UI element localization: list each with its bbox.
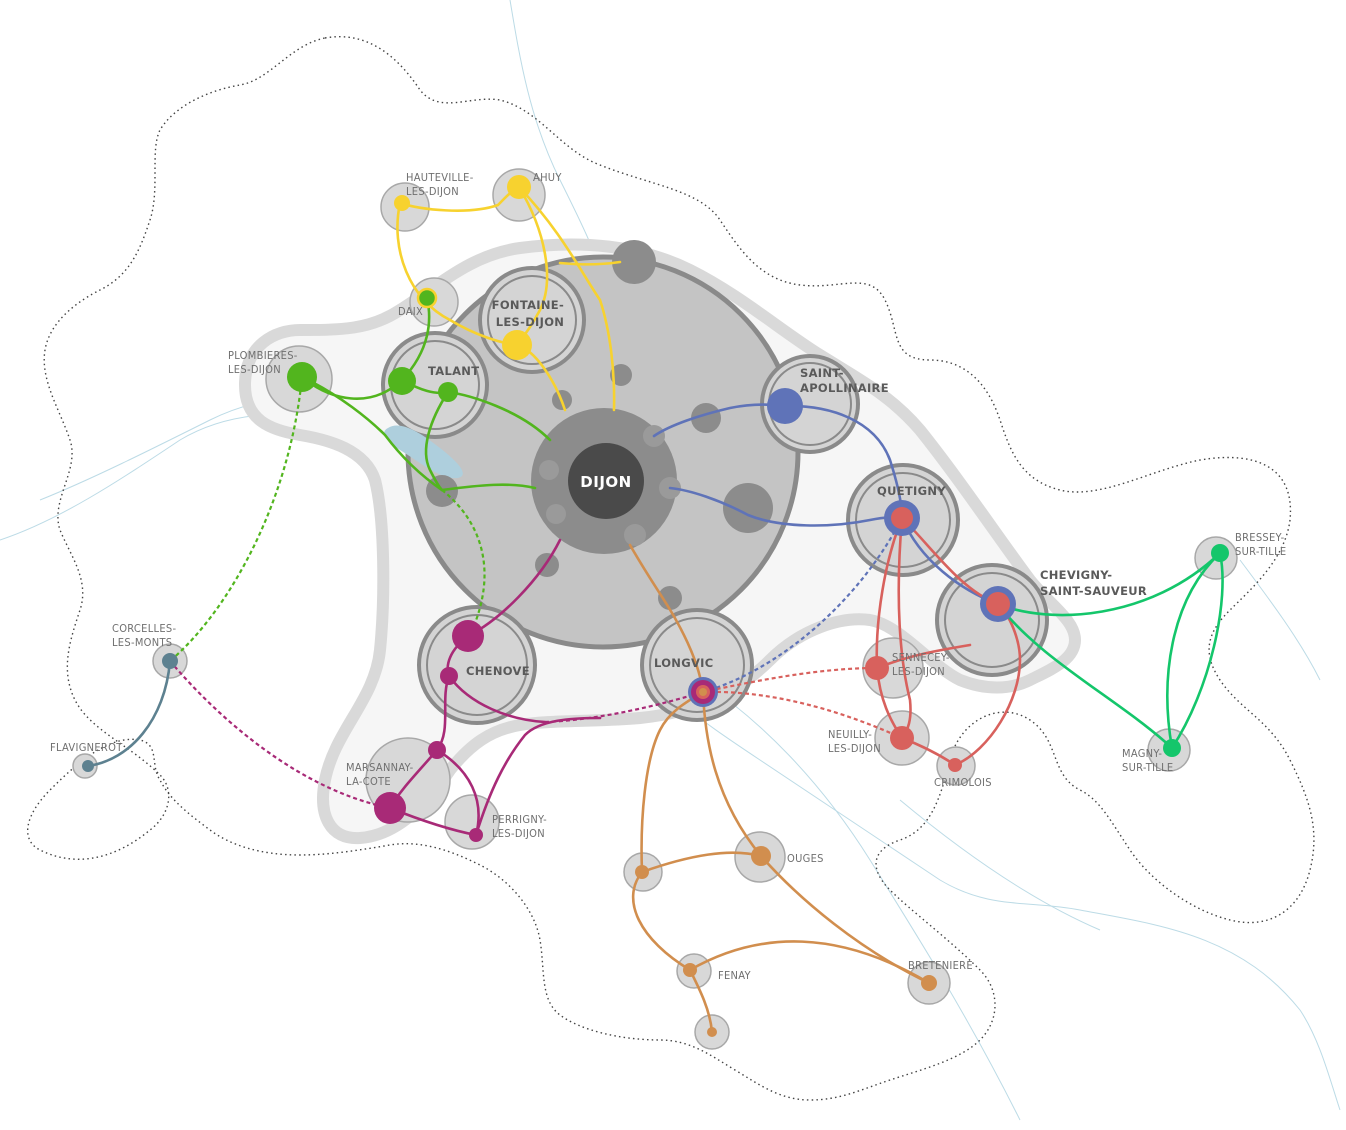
route-bright-green [996, 551, 1224, 750]
dijon-core [568, 443, 644, 519]
label-plombieres: PLOMBIERES- LES-DIJON [228, 349, 301, 376]
lake [384, 425, 463, 479]
label-fenay: FENAY [718, 969, 751, 982]
label-chevigny: CHEVIGNY- SAINT-SAUVEUR [1040, 568, 1147, 598]
commune-perrigny [444, 794, 500, 850]
label-bressey: BRESSEY- SUR-TILLE [1235, 531, 1288, 558]
label-neuilly: NEUILLY- LES-DIJON [828, 728, 881, 755]
label-longvic: LONGVIC [654, 656, 713, 670]
dashed-links [169, 376, 903, 810]
ring-chenove [417, 605, 537, 725]
route-teal [86, 659, 172, 768]
label-ouges: OUGES [787, 852, 824, 865]
label-crimolois: CRIMOLOIS [934, 776, 992, 789]
label-perrigny: PERRIGNY- LES-DIJON [492, 813, 550, 840]
label-marsannay: MARSANNAY- LA-COTE [346, 761, 417, 788]
label-flavignerot: FLAVIGNEROT [50, 741, 123, 754]
label-hauteville: HAUTEVILLE- LES-DIJON [406, 171, 477, 198]
label-daix: DAIX [398, 305, 423, 318]
ring-talant [381, 331, 489, 439]
label-fontaine: FONTAINE- LES-DIJON [492, 298, 569, 329]
label-magny: MAGNY- SUR-TILLE [1122, 747, 1173, 774]
label-quetigny: QUETIGNY [877, 484, 946, 498]
ring-saint-apollinaire [760, 354, 860, 454]
label-chenove: CHENOVE [466, 664, 530, 678]
stops [82, 175, 1229, 1037]
labels: DIJON FONTAINE- LES-DIJON TALANT SAINT- … [50, 171, 1288, 982]
label-saint-apollinaire: SAINT- APOLLINAIRE [800, 366, 889, 395]
label-ahuy: AHUY [533, 171, 562, 184]
label-talant: TALANT [428, 364, 479, 378]
route-orange [628, 543, 931, 1034]
label-sennecey: SENNECEY- LES-DIJON [892, 651, 953, 678]
label-dijon: DIJON [580, 473, 631, 491]
grey-stops [426, 240, 773, 610]
label-breteniere: BRETENIERE [908, 959, 973, 972]
label-corcelles: CORCELLES- LES-MONTS [112, 622, 180, 649]
